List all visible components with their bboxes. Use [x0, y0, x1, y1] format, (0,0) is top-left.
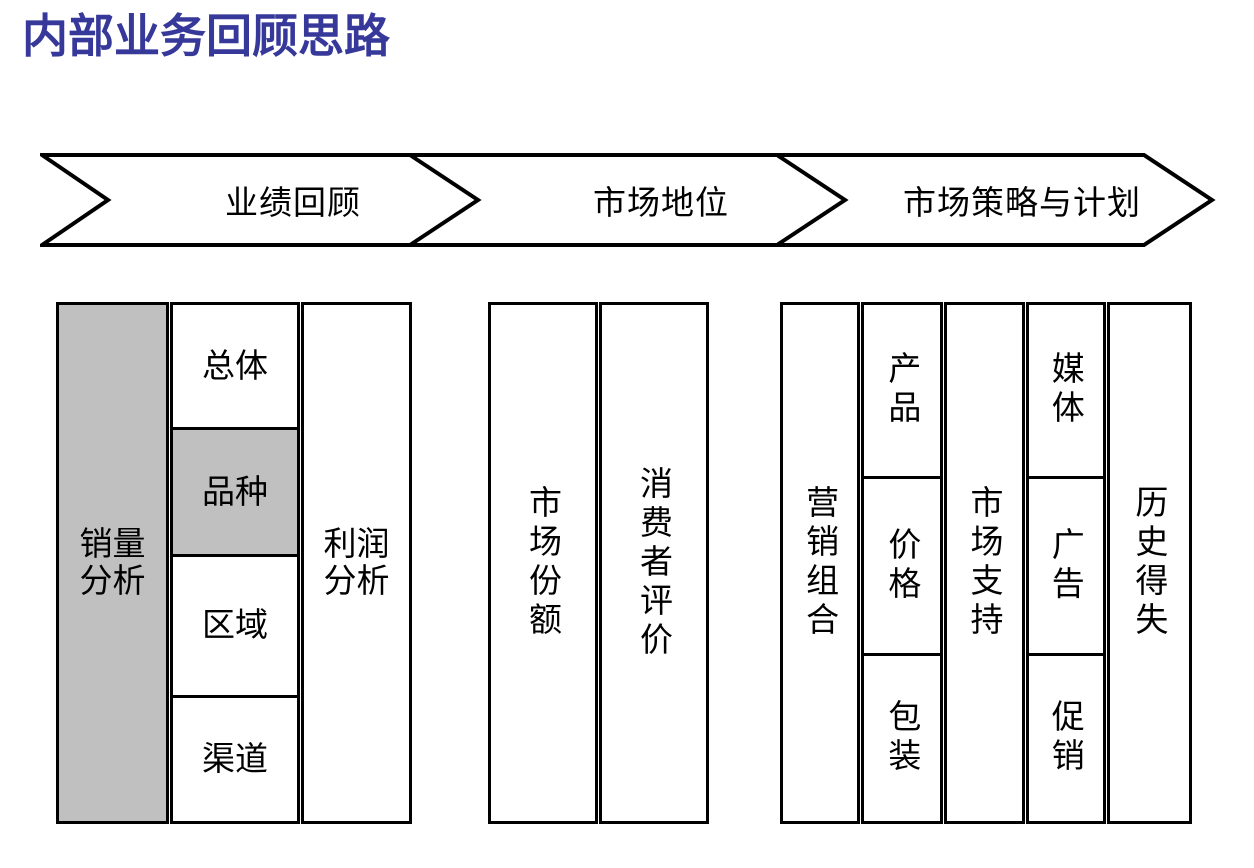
banner-segment-2[interactable]: 市场地位: [593, 183, 729, 222]
box-label: 促销: [1046, 699, 1086, 778]
box-column-sales-analysis[interactable]: 销量 分析: [56, 302, 169, 824]
box-cell[interactable]: 产品: [864, 305, 941, 476]
banner-divider-2: [777, 155, 845, 245]
box-cell[interactable]: 价格: [864, 475, 941, 653]
box-label: 包装: [882, 699, 922, 778]
box-cell[interactable]: 营销组合: [783, 305, 858, 821]
box-label: 渠道: [202, 738, 268, 778]
box-column-profit-analysis[interactable]: 利润 分析: [301, 302, 412, 824]
banner-outline: [42, 155, 1212, 245]
box-label: 历史得失: [1129, 485, 1169, 641]
diagram-group-performance: 销量 分析 总体 品种 区域 渠道 利润 分析: [56, 302, 413, 824]
box-label: 销量 分析: [79, 524, 146, 600]
box-cell[interactable]: 销量 分析: [59, 305, 166, 821]
box-column-marketing-mix-items[interactable]: 产品 价格 包装: [861, 302, 944, 824]
diagram-group-market-strategy: 营销组合 产品 价格 包装 市场支持 媒体 广告: [780, 302, 1192, 824]
box-column-sales-breakdown[interactable]: 总体 品种 区域 渠道: [170, 302, 300, 824]
box-label: 营销组合: [800, 485, 840, 641]
box-label: 市场份额: [523, 485, 563, 641]
chevron-banner-shape: [40, 152, 1216, 248]
box-column-market-support[interactable]: 市场支持: [944, 302, 1025, 824]
box-cell[interactable]: 消费者评价: [602, 305, 706, 821]
box-cell[interactable]: 促销: [1028, 652, 1103, 821]
box-cell[interactable]: 品种: [173, 427, 297, 554]
box-label: 价格: [882, 526, 922, 605]
box-column-marketing-mix[interactable]: 营销组合: [780, 302, 861, 824]
box-label: 总体: [202, 345, 268, 385]
chevron-banner: 业绩回顾 市场地位 市场策略与计划: [40, 152, 1216, 248]
page-title: 内部业务回顾思路: [22, 9, 390, 63]
box-column-market-share[interactable]: 市场份额: [488, 302, 598, 824]
banner-segment-1[interactable]: 业绩回顾: [225, 183, 361, 222]
box-column-consumer-evaluation[interactable]: 消费者评价: [599, 302, 709, 824]
box-cell[interactable]: 包装: [864, 652, 941, 821]
box-label: 市场支持: [965, 485, 1005, 641]
box-label: 利润 分析: [323, 524, 390, 600]
box-label: 消费者评价: [634, 465, 674, 661]
box-cell[interactable]: 总体: [173, 305, 297, 428]
banner-divider-1: [410, 155, 478, 245]
box-cell[interactable]: 利润 分析: [304, 305, 409, 821]
box-cell[interactable]: 媒体: [1028, 305, 1103, 476]
box-column-historical-review[interactable]: 历史得失: [1106, 302, 1192, 824]
box-cell[interactable]: 市场支持: [947, 305, 1022, 821]
banner-segment-3[interactable]: 市场策略与计划: [903, 183, 1141, 222]
box-cell[interactable]: 广告: [1028, 475, 1103, 653]
box-cell[interactable]: 历史得失: [1109, 305, 1189, 821]
box-cell[interactable]: 区域: [173, 553, 297, 695]
box-label: 媒体: [1046, 351, 1086, 430]
box-label: 广告: [1046, 526, 1086, 605]
box-label: 品种: [202, 471, 268, 511]
box-label: 产品: [882, 351, 922, 430]
box-column-market-support-items[interactable]: 媒体 广告 促销: [1025, 302, 1106, 824]
box-cell[interactable]: 渠道: [173, 694, 297, 821]
diagram-group-market-position: 市场份额 消费者评价: [488, 302, 710, 824]
box-label: 区域: [202, 605, 268, 645]
box-cell[interactable]: 市场份额: [491, 305, 595, 821]
